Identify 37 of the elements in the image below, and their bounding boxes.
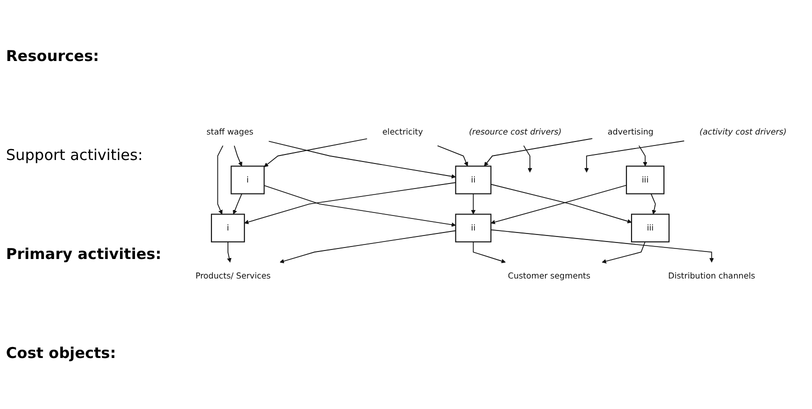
node-box: iii <box>626 166 664 195</box>
arrow <box>584 141 685 173</box>
arrow <box>484 138 593 167</box>
arrow <box>264 138 368 168</box>
arrow <box>523 146 532 173</box>
arrow <box>650 194 656 215</box>
arrow <box>217 146 224 215</box>
arrow <box>471 194 476 215</box>
arrow <box>280 230 456 264</box>
arrow <box>638 146 648 167</box>
node-text: Customer segments <box>508 271 590 282</box>
node-box: i <box>230 166 265 195</box>
node-text: (activity cost drivers) <box>700 127 787 137</box>
arrow <box>437 146 468 167</box>
arrow <box>268 141 456 180</box>
row-label: Cost objects: <box>6 344 117 362</box>
node-box: ii <box>455 214 492 243</box>
arrow <box>490 230 714 263</box>
arrow <box>472 242 506 264</box>
arrow <box>232 194 242 215</box>
node-text: Products/ Services <box>195 271 271 282</box>
arrow <box>227 242 232 263</box>
node-box: i <box>210 214 245 243</box>
row-label: Resources: <box>6 46 100 65</box>
arrow <box>602 242 646 264</box>
node-text: Distribution channels <box>668 271 756 282</box>
arrow <box>234 146 242 167</box>
arrow <box>264 186 456 228</box>
node-text: electricity <box>382 127 423 137</box>
arrow <box>244 182 456 225</box>
row-label: Support activities: <box>6 146 144 164</box>
node-box: ii <box>455 166 492 195</box>
node-text: (resource cost drivers) <box>468 127 562 137</box>
node-box: iii <box>631 214 670 243</box>
node-text: advertising <box>608 127 654 137</box>
row-label: Primary activities: <box>6 245 162 264</box>
node-text: staff wages <box>206 127 254 137</box>
